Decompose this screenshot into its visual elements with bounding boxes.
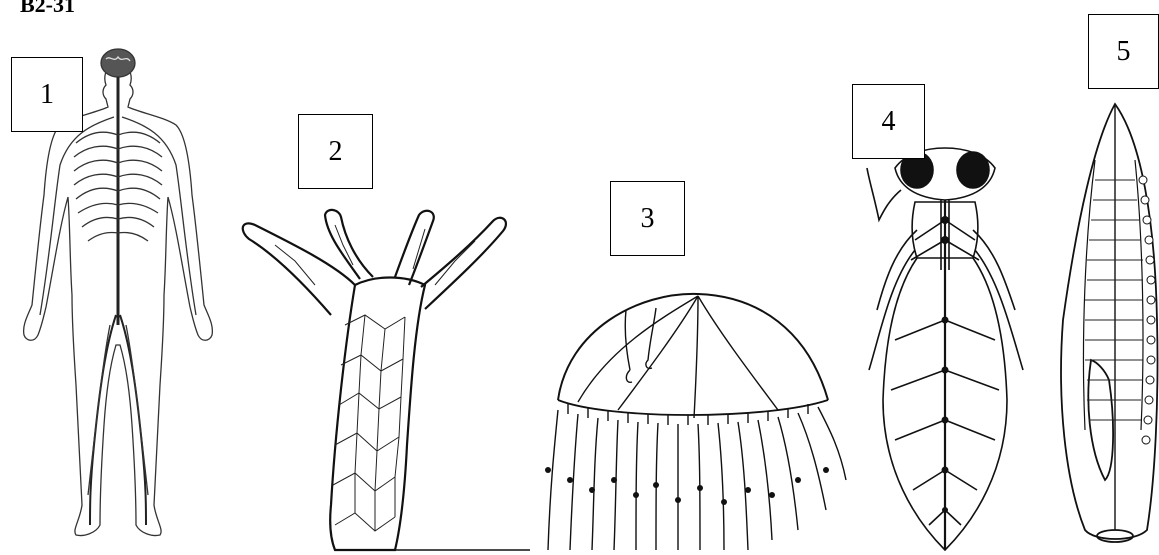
figure-label-2: 2 (298, 114, 373, 189)
worksheet-code: B2-31 (20, 0, 75, 18)
insect-nerve-cord-icon (855, 140, 1035, 554)
figure-label-3: 3 (610, 181, 685, 256)
jellyfish-nerve-ring-icon (528, 290, 848, 554)
hydra-nerve-net-icon (235, 205, 530, 555)
flatworm-ladder-nervous-system-icon (1055, 100, 1159, 550)
figure-label-5: 5 (1088, 14, 1159, 89)
figure-label-1: 1 (11, 57, 83, 132)
figure-label-4: 4 (852, 84, 925, 159)
